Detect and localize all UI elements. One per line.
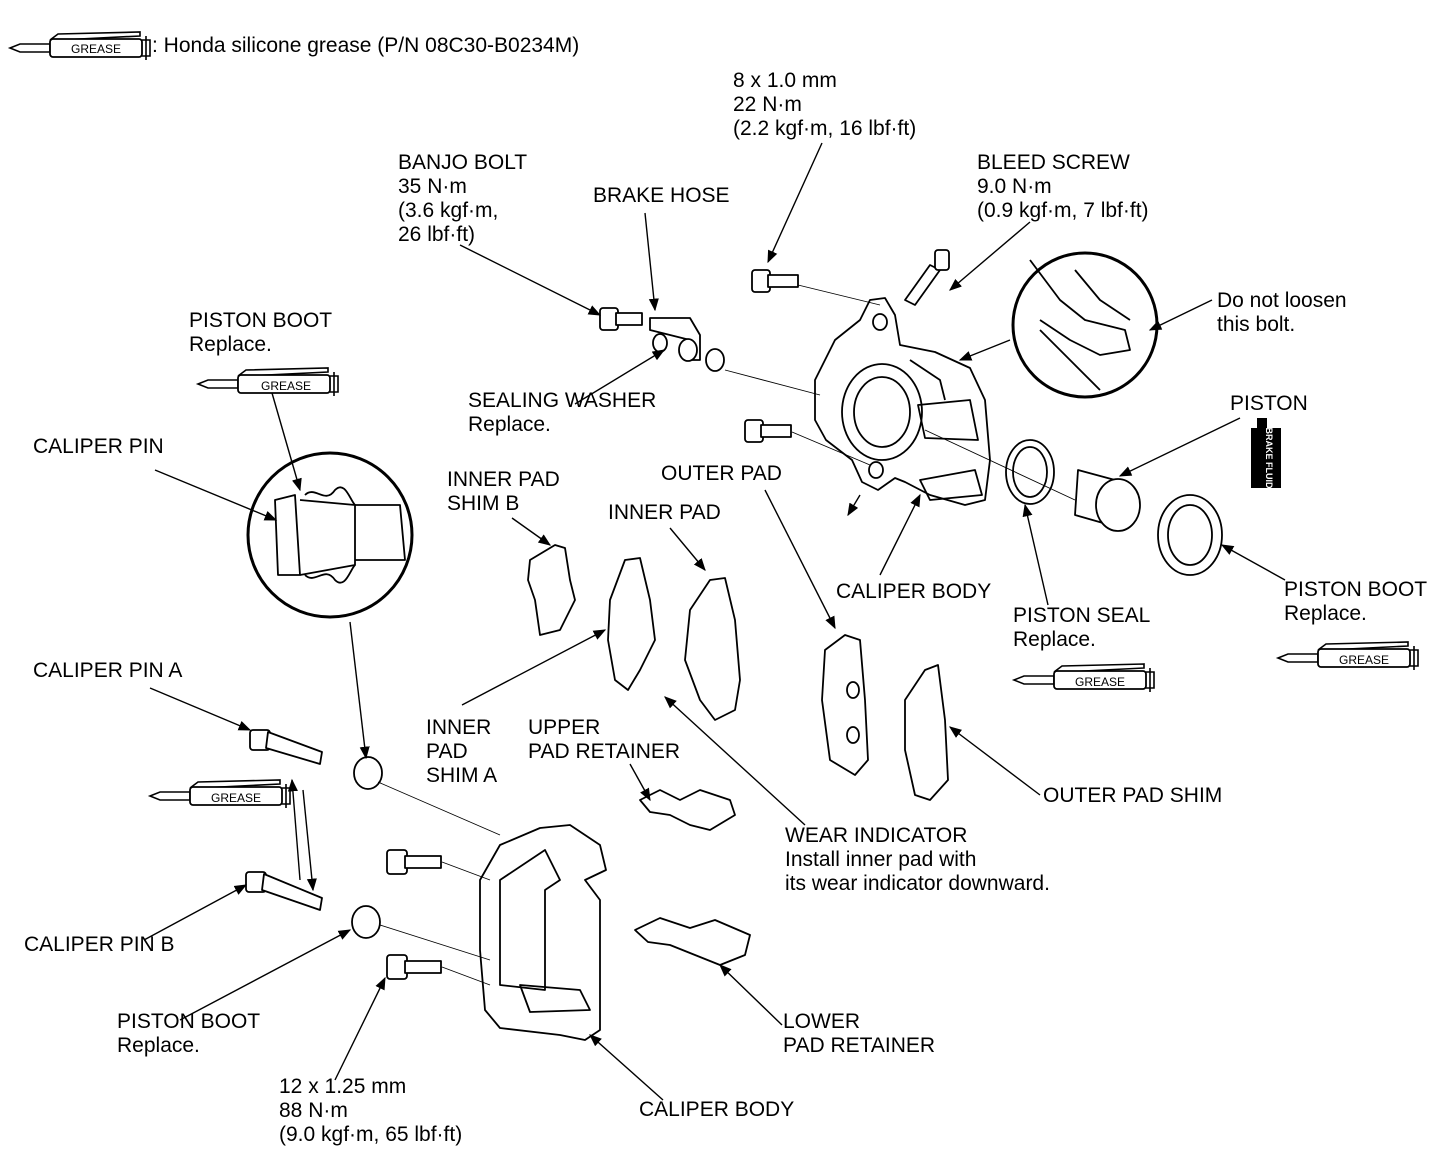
label-brake-hose: BRAKE HOSE (593, 184, 730, 207)
caliper-body-upper-part (814, 297, 991, 506)
svg-text:GREASE: GREASE (1075, 675, 1125, 689)
caliper-pin-b-part (245, 871, 323, 911)
bolt-detail-circle (1011, 251, 1159, 399)
inner-pad-part (684, 577, 741, 721)
caliper-body-lower-part (479, 824, 607, 1041)
bolt-8mm-lower-part (744, 419, 792, 443)
upper-pad-retainer-part (639, 789, 736, 831)
outer-pad-part (821, 634, 869, 776)
brake-fluid-icon: BRAKE FLUID (1251, 418, 1281, 489)
caliper-pin-detail-circle (246, 451, 414, 619)
bleed-screw-part (904, 249, 950, 306)
label-caliper-body-upper: CALIPER BODY (836, 580, 992, 603)
label-outer-pad: OUTER PAD (661, 462, 782, 485)
legend-grease-tube-icon: GREASE (9, 31, 151, 61)
outer-pad-shim-part (904, 664, 949, 801)
label-caliper-pin-a: CALIPER PIN A (33, 659, 183, 682)
caliper-pin-a-part (249, 729, 323, 765)
label-caliper-pin-b: CALIPER PIN B (24, 933, 175, 956)
bolt-12mm-part (386, 849, 442, 980)
piston-part (1074, 469, 1141, 532)
grease-tube-icon-piston-seal: GREASE (1013, 663, 1155, 693)
svg-text:GREASE: GREASE (211, 791, 261, 805)
piston-seal-part (1005, 439, 1055, 505)
label-outer-pad-shim: OUTER PAD SHIM (1043, 784, 1223, 807)
grease-tube-icon-piston-boot: GREASE (197, 367, 339, 397)
lower-pad-retainer-part (634, 917, 751, 966)
inner-pad-shim-b-part (527, 544, 576, 636)
sealing-washer-part (652, 333, 668, 353)
inner-pad-shim-a-part (607, 557, 656, 691)
label-caliper-body-lower: CALIPER BODY (639, 1098, 795, 1121)
grease-tube-icon-piston-boot-right: GREASE (1277, 641, 1419, 671)
legend-tube-label: GREASE (71, 42, 121, 56)
svg-text:GREASE: GREASE (261, 379, 311, 393)
legend-text: : Honda silicone grease (P/N 08C30-B0234… (152, 34, 580, 57)
piston-boot-right-part (1157, 494, 1223, 576)
svg-text:GREASE: GREASE (1339, 653, 1389, 667)
brake-hose-part (649, 317, 701, 361)
piston-boot-lower-part (351, 756, 383, 939)
grease-tube-icon-caliper-pin: GREASE (149, 779, 291, 809)
label-inner-pad: INNER PAD (608, 501, 721, 524)
bolt-8mm-part (751, 269, 799, 293)
svg-text:BRAKE FLUID: BRAKE FLUID (1264, 428, 1274, 489)
banjo-bolt-part (599, 307, 643, 331)
label-caliper-pin: CALIPER PIN (33, 435, 164, 458)
label-piston: PISTON (1230, 392, 1308, 415)
